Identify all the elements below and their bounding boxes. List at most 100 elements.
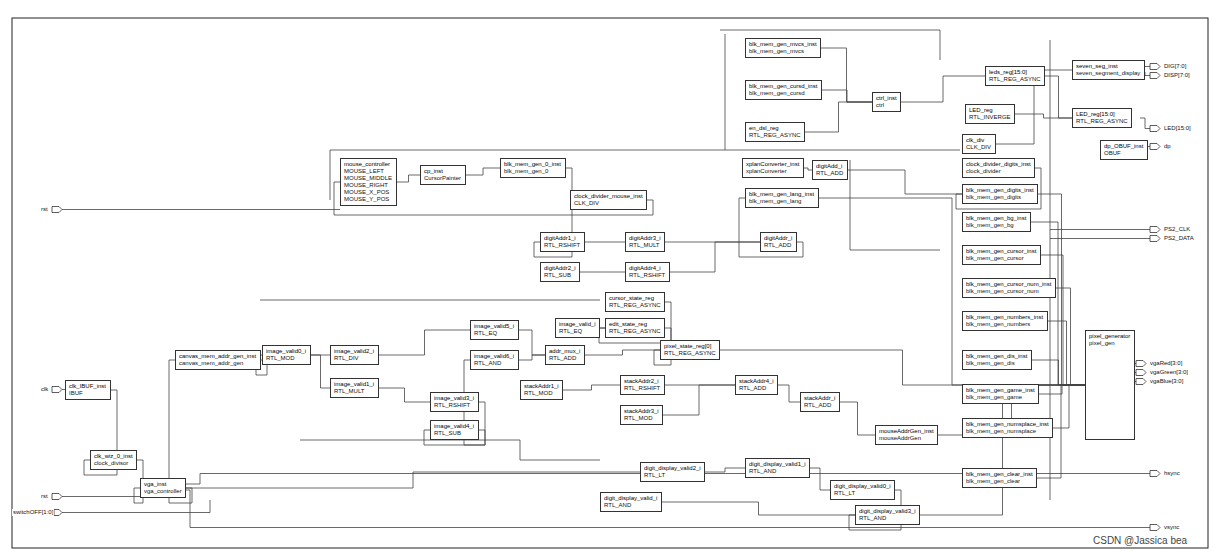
cell-type: ctrl bbox=[876, 102, 897, 109]
instance-name: clock_divider_digits_inst bbox=[966, 161, 1031, 168]
wire-connector bbox=[822, 90, 872, 102]
cell-type: RTL_RSHIFT bbox=[434, 402, 475, 409]
rtl-cell: blk_mem_gen_cursor_instblk_mem_gen_curso… bbox=[962, 245, 1041, 265]
instance-name: digitAddr2_i bbox=[544, 265, 576, 272]
instance-name: stackAddr2_i bbox=[624, 378, 661, 385]
rtl-cell: cursor_state_regRTL_REG_ASYNC bbox=[605, 292, 665, 312]
wire-connector bbox=[580, 272, 625, 273]
cell-type: blk_mem_gen_game bbox=[966, 394, 1035, 401]
port-name: vgaRed[3:0] bbox=[1149, 360, 1183, 367]
port-name: DIG[7:0] bbox=[1163, 63, 1187, 70]
cell-type: CLK_DIV bbox=[966, 144, 992, 151]
wire-connector bbox=[379, 388, 430, 402]
cell-type: RTL_REG_ASYNC bbox=[749, 132, 801, 139]
rtl-cell: clk_wiz_0_instclock_divisor bbox=[90, 450, 137, 470]
instance-name: blk_mem_gen_lang_inst bbox=[749, 191, 815, 198]
wire-connector bbox=[334, 182, 653, 215]
instance-name: image_valid6_i bbox=[474, 353, 515, 360]
instance-name: image_valid_i bbox=[559, 321, 596, 328]
wire bbox=[1050, 238, 1150, 239]
output-port bbox=[1150, 525, 1160, 531]
wire-connector bbox=[519, 330, 545, 355]
instance-name: digit_display_valid1_i bbox=[749, 461, 806, 468]
wire-connector bbox=[466, 168, 500, 175]
cell-type: RTL_REG_ASYNC bbox=[664, 350, 716, 357]
port-name: vgaGreen[3:0] bbox=[1149, 369, 1189, 376]
wire-connector bbox=[901, 76, 985, 102]
rtl-cell: LED_reg[15:0]RTL_REG_ASYNC bbox=[1072, 108, 1132, 128]
watermark: CSDN @Jassica bea bbox=[1092, 535, 1188, 547]
instance-name: canvas_mem_addr_gen_inst bbox=[179, 353, 257, 360]
rtl-cell: blk_mem_gen_0_instblk_mem_gen_0 bbox=[500, 158, 566, 178]
wire-connector bbox=[379, 330, 470, 355]
cell-type: blk_mem_gen_0 bbox=[504, 168, 562, 175]
port-name: clk bbox=[40, 386, 49, 393]
rtl-cell: image_valid_iRTL_EQ bbox=[555, 318, 600, 338]
instance-name: image_valid5_i bbox=[474, 323, 515, 330]
output-port bbox=[1150, 126, 1160, 132]
rtl-cell: blk_mem_gen_clear_instblk_mem_gen_clear bbox=[962, 468, 1037, 488]
cell-type: RTL_RSHIFT bbox=[629, 272, 666, 279]
rtl-cell: digitAdd_iRTL_ADD bbox=[812, 160, 848, 180]
wire bbox=[260, 300, 600, 301]
output-port bbox=[1150, 73, 1160, 79]
rtl-cell: stackAddr2_iRTL_RSHIFT bbox=[620, 375, 665, 395]
rtl-cell: digitAddr4_iRTL_RSHIFT bbox=[625, 262, 670, 282]
wire-connector bbox=[1045, 76, 1072, 118]
port-name: vgaBlue[3:0] bbox=[1149, 378, 1184, 385]
wire-connector bbox=[1048, 321, 1085, 385]
rtl-cell: image_valid4_iRTL_SUB bbox=[430, 420, 479, 440]
rtl-cell: canvas_mem_addr_gen_instcanvas_mem_addr_… bbox=[175, 350, 261, 370]
rtl-cell: blk_mem_gen_lang_instblk_mem_gen_lang bbox=[745, 188, 819, 208]
instance-name: addr_mux_i bbox=[549, 348, 581, 355]
cell-type: RTL_AND bbox=[749, 468, 806, 475]
cell-type: RTL_REG_ASYNC bbox=[1076, 118, 1128, 125]
rtl-cell: image_valid5_iRTL_EQ bbox=[470, 320, 519, 340]
cell-type: clock_divisor bbox=[94, 460, 133, 467]
rtl-cell: digit_display_valid0_iRTL_LT bbox=[830, 480, 895, 500]
instance-name: stackAddr4_i bbox=[739, 378, 774, 385]
cell-type: blk_mem_gen_clear bbox=[966, 478, 1033, 485]
rtl-cell: stackAddr_iRTL_ADD bbox=[800, 392, 840, 412]
output-port bbox=[1136, 379, 1146, 385]
instance-name: image_valid4_i bbox=[434, 423, 475, 430]
cell-type: canvas_mem_addr_gen bbox=[179, 360, 257, 367]
wire-connector bbox=[805, 102, 872, 132]
wire bbox=[62, 209, 340, 210]
instance-name: blk_mem_gen_digits_inst bbox=[966, 187, 1034, 194]
wire-connector bbox=[662, 502, 855, 515]
rtl-cell: clk_IBUF_instIBUF bbox=[65, 380, 111, 400]
rtl-cell: image_valid3_iRTL_RSHIFT bbox=[430, 392, 479, 412]
instance-name: blk_mem_gen_cursd_inst bbox=[749, 83, 818, 90]
rtl-cell: seven_seg_instseven_segment_display bbox=[1072, 60, 1145, 80]
instance-name: ctrl_inst bbox=[876, 95, 897, 102]
instance-name: image_valid3_i bbox=[434, 395, 475, 402]
instance-name: clk_wiz_0_inst bbox=[94, 453, 133, 460]
rtl-cell: blk_mem_gen_bg_instblk_mem_gen_bg bbox=[962, 212, 1031, 232]
cell-type: RTL_AND bbox=[604, 502, 658, 509]
instance-name: clk_div bbox=[966, 137, 992, 144]
instance-name: blk_mem_gen_cursor_num_inst bbox=[966, 281, 1052, 288]
wire-connector bbox=[810, 468, 830, 490]
instance-name: pixel_state_reg[0] bbox=[664, 343, 716, 350]
cell-type: blk_mem_gen_numsplace bbox=[966, 428, 1049, 435]
wire bbox=[850, 160, 940, 250]
cell-type: CursorPainter bbox=[424, 175, 462, 182]
wire-connector bbox=[397, 175, 420, 182]
port-name: PS2_DATA bbox=[1163, 235, 1195, 242]
cell-type: RTL_RSHIFT bbox=[544, 242, 581, 249]
wire bbox=[182, 490, 1150, 528]
rtl-cell: digitAddr1_iRTL_RSHIFT bbox=[540, 232, 585, 252]
cell-type: RTL_MULT bbox=[334, 388, 375, 395]
wire bbox=[725, 34, 726, 150]
instance-name: clk_IBUF_inst bbox=[69, 383, 107, 390]
port-name: rst bbox=[40, 206, 49, 213]
rtl-cell: clock_divider_mouse_instCLK_DIV bbox=[570, 190, 647, 210]
instance-name: LED_reg[15:0] bbox=[1076, 111, 1128, 118]
output-port bbox=[1150, 144, 1160, 150]
instance-name: leds_reg[15:0] bbox=[989, 69, 1041, 76]
cell-type: OBUF bbox=[1104, 150, 1144, 157]
cell-type: RTL_MOD bbox=[266, 355, 307, 362]
cell-type: RTL_ADD bbox=[804, 402, 836, 409]
instance-name: digit_display_valid0_i bbox=[834, 483, 891, 490]
